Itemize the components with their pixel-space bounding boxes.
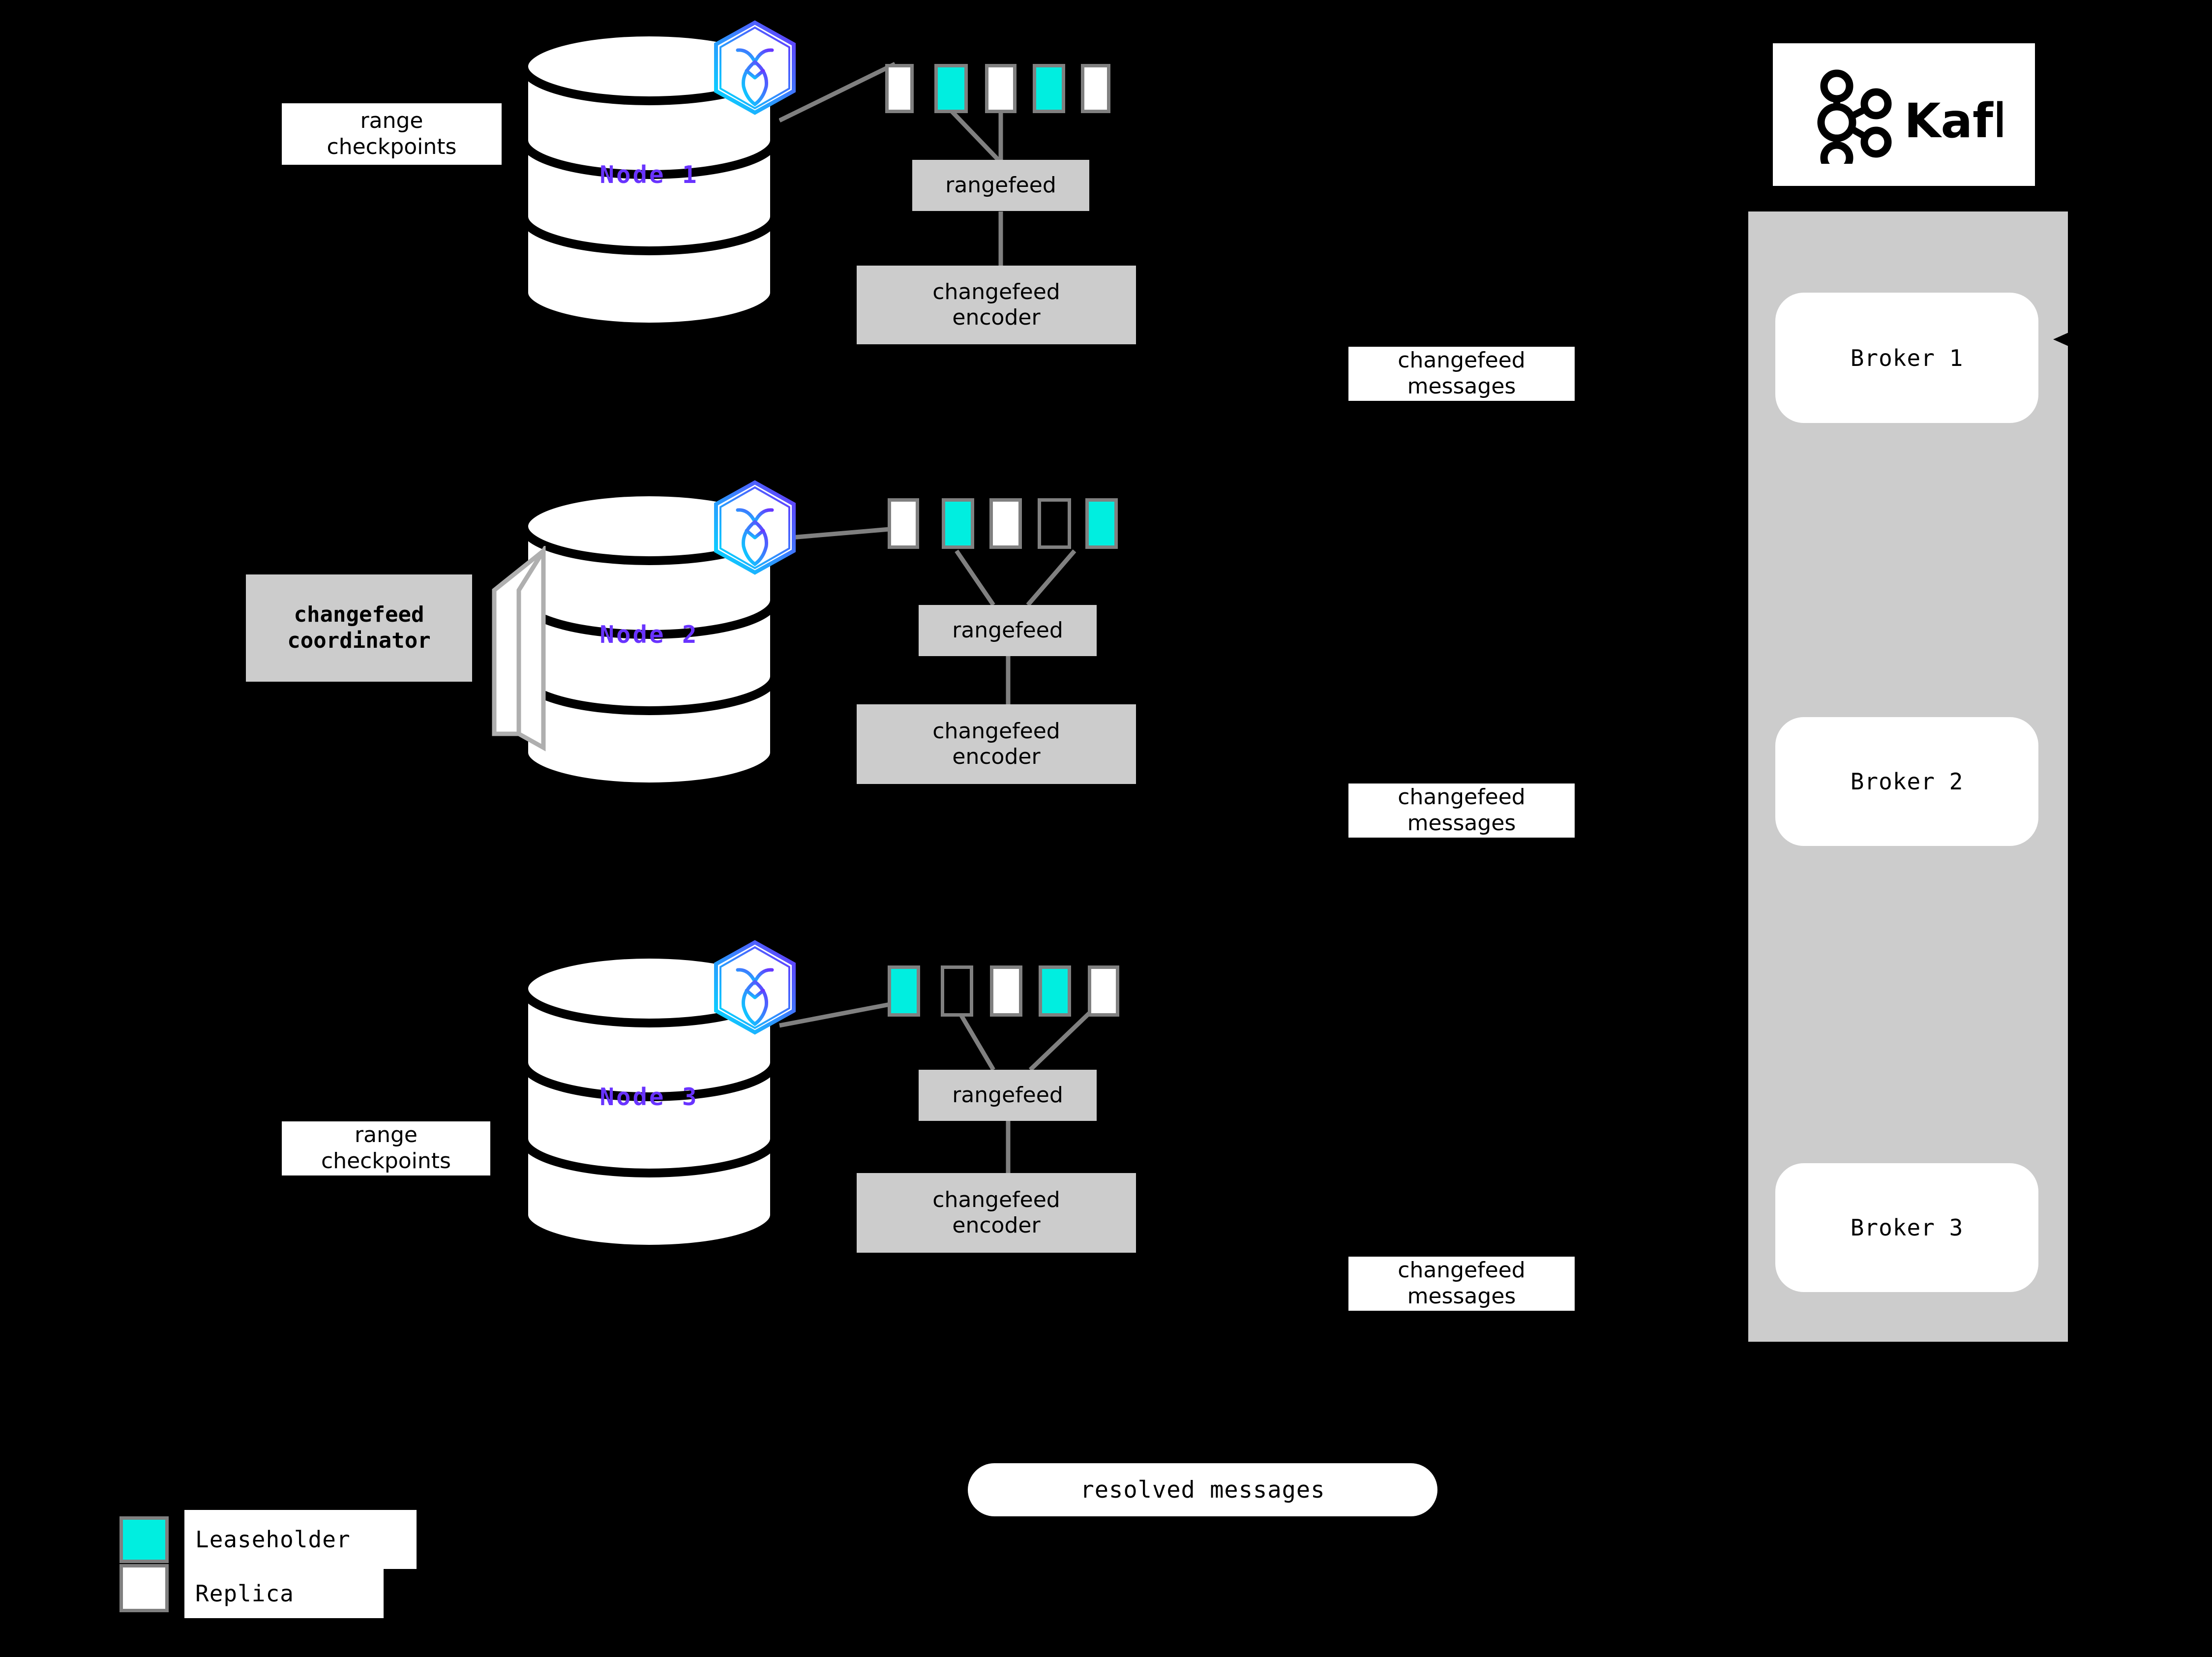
broker-label: Broker 2 — [1850, 768, 1964, 795]
range-box[interactable] — [885, 64, 914, 113]
kafka-logo-box: Kafka — [1773, 43, 2035, 186]
rangefeed-label: rangefeed — [952, 618, 1063, 643]
coordinator-label-line2: coordinator — [287, 628, 431, 653]
rangefeed-label: rangefeed — [952, 1083, 1063, 1108]
range-box[interactable] — [888, 498, 919, 549]
node-2-database-cylinder: Node 2 — [519, 487, 779, 792]
legend-text: Replica — [195, 1580, 294, 1607]
changefeed-messages-line1: changefeed — [1398, 784, 1525, 810]
legend-text: Leaseholder — [195, 1526, 351, 1553]
changefeed-messages-line1: changefeed — [1398, 1258, 1525, 1283]
node-3-changefeed-encoder-box[interactable]: changefeed encoder — [857, 1173, 1136, 1253]
node-1-changefeed-encoder-box[interactable]: changefeed encoder — [857, 266, 1136, 344]
legend-swatch-leaseholder — [120, 1516, 169, 1563]
cockroachdb-hex-logo — [712, 20, 798, 116]
node-3-label: Node 3 — [599, 1083, 699, 1111]
range-box[interactable] — [1038, 498, 1071, 549]
kafka-broker-3[interactable]: Broker 3 — [1775, 1163, 2038, 1292]
range-checkpoints-line2: checkpoints — [327, 134, 457, 159]
node-3-range-checkpoints-label: range checkpoints — [282, 1121, 490, 1175]
range-checkpoints-line1: range — [360, 108, 423, 133]
changefeed-messages-line2: messages — [1407, 811, 1516, 836]
changefeed-messages-line2: messages — [1407, 374, 1516, 399]
encoder-label-line2: encoder — [952, 744, 1041, 769]
range-box[interactable] — [989, 498, 1022, 549]
range-box[interactable] — [1081, 64, 1110, 113]
cockroachdb-hex-logo — [712, 939, 798, 1035]
range-checkpoints-line1: range — [355, 1122, 418, 1148]
kafka-inbound-arrow-icon — [2053, 330, 2075, 349]
node-3-rangefeed-box[interactable]: rangefeed — [919, 1070, 1097, 1121]
node-1-label: Node 1 — [599, 161, 699, 189]
range-box[interactable] — [1033, 64, 1065, 113]
range-box[interactable] — [934, 64, 968, 113]
range-box[interactable] — [1088, 965, 1119, 1017]
range-box[interactable] — [888, 965, 920, 1017]
resolved-messages-label: resolved messages — [1080, 1476, 1325, 1504]
rangefeed-label: rangefeed — [945, 173, 1056, 198]
node-2-changefeed-encoder-box[interactable]: changefeed encoder — [857, 704, 1136, 784]
changefeed-messages-label-2: changefeed messages — [1348, 783, 1575, 838]
range-checkpoints-line2: checkpoints — [321, 1148, 451, 1174]
range-box[interactable] — [1085, 498, 1118, 549]
kafka-logo-text: Kafka — [1904, 93, 2003, 149]
broker-label: Broker 1 — [1850, 344, 1964, 371]
changefeed-messages-label-1: changefeed messages — [1348, 347, 1575, 401]
node-1-database-cylinder: Node 1 — [519, 27, 779, 332]
encoder-label-line1: changefeed — [932, 279, 1060, 305]
range-box[interactable] — [985, 64, 1016, 113]
range-box[interactable] — [1039, 965, 1071, 1017]
range-box[interactable] — [941, 965, 973, 1017]
kafka-logo: Kafka — [1817, 69, 2003, 164]
node-1-range-checkpoints-label: range checkpoints — [282, 103, 502, 165]
legend-label-replica: Replica — [184, 1569, 384, 1618]
changefeed-coordinator-wedge — [470, 546, 546, 753]
resolved-messages-pill[interactable]: resolved messages — [968, 1463, 1437, 1516]
node-2-label: Node 2 — [599, 621, 699, 649]
encoder-label-line1: changefeed — [932, 1187, 1060, 1213]
changefeed-messages-line2: messages — [1407, 1284, 1516, 1309]
changefeed-coordinator-box[interactable]: changefeed coordinator — [246, 574, 472, 682]
legend-label-leaseholder: Leaseholder — [184, 1510, 417, 1569]
changefeed-messages-label-3: changefeed messages — [1348, 1257, 1575, 1311]
node-1-rangefeed-box[interactable]: rangefeed — [912, 160, 1089, 211]
changefeed-messages-line1: changefeed — [1398, 348, 1525, 373]
broker-label: Broker 3 — [1850, 1214, 1964, 1241]
cockroachdb-hex-logo — [712, 480, 798, 575]
kafka-broker-2[interactable]: Broker 2 — [1775, 717, 2038, 846]
node-3-database-cylinder: Node 3 — [519, 949, 779, 1254]
encoder-label-line2: encoder — [952, 1213, 1041, 1238]
coordinator-label-line1: changefeed — [294, 602, 424, 628]
legend-swatch-replica — [120, 1564, 169, 1612]
range-box[interactable] — [942, 498, 974, 549]
kafka-broker-1[interactable]: Broker 1 — [1775, 293, 2038, 423]
encoder-label-line2: encoder — [952, 305, 1041, 330]
encoder-label-line1: changefeed — [932, 719, 1060, 744]
node-2-rangefeed-box[interactable]: rangefeed — [919, 605, 1097, 656]
range-box[interactable] — [990, 965, 1022, 1017]
